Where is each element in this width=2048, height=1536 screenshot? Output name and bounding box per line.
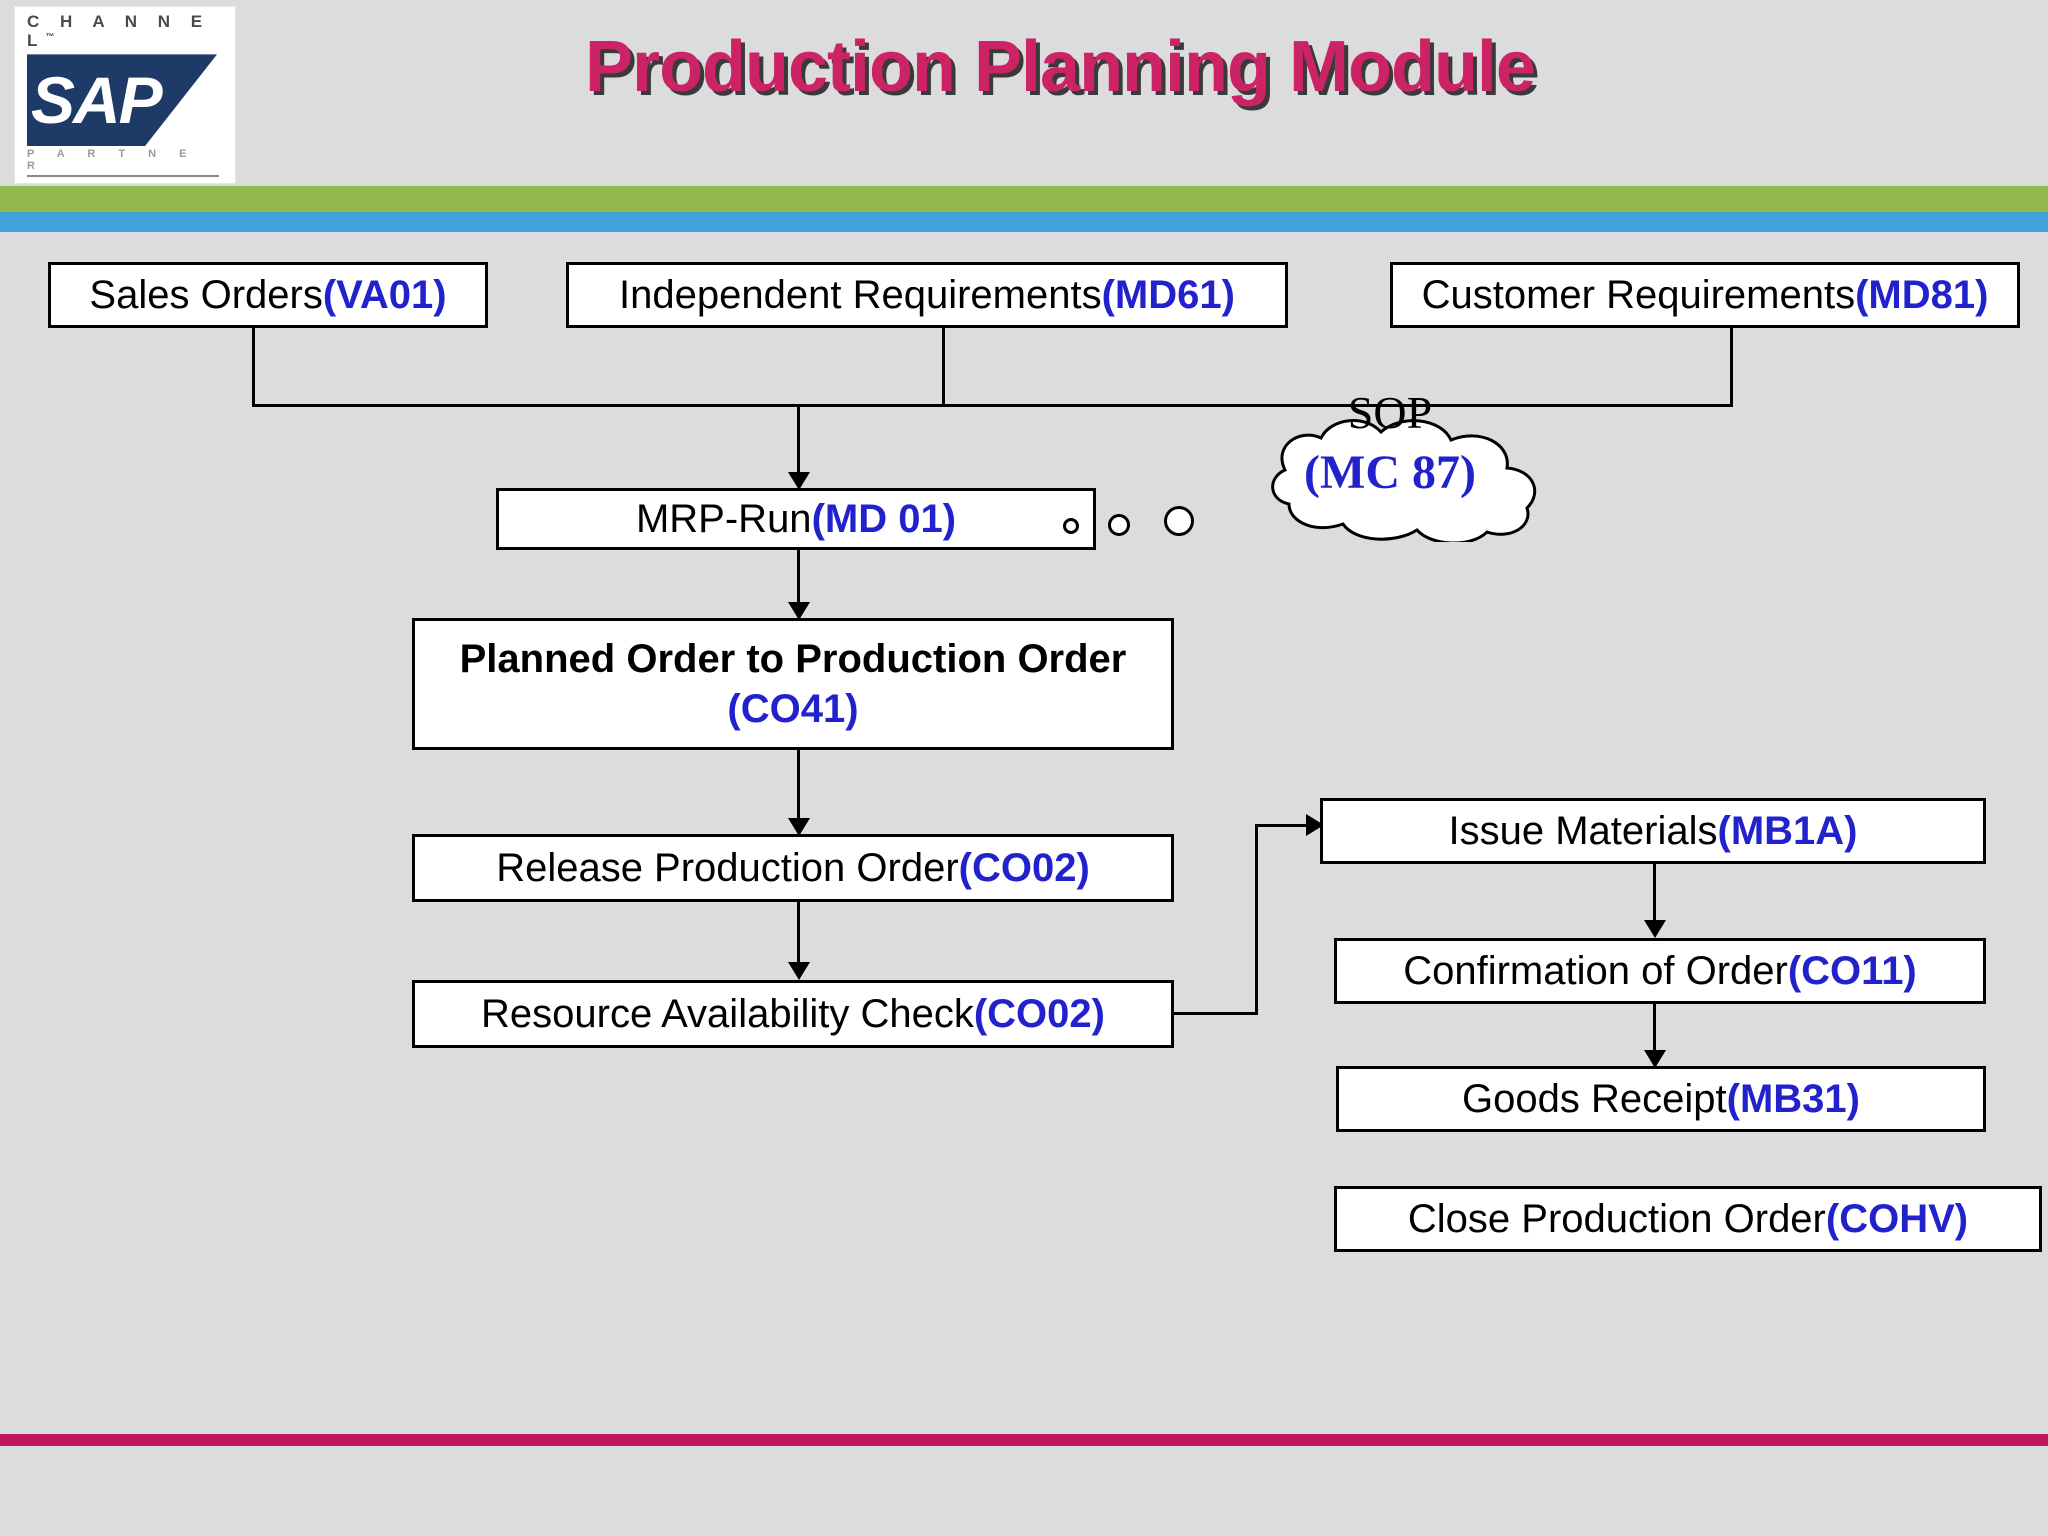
- sap-channel-partner-logo: C H A N N E L™ SAP P A R T N E R: [14, 6, 236, 184]
- flow-box-planned-order[interactable]: Planned Order to Production Order (CO41): [412, 618, 1174, 750]
- flow-box-label: Issue Materials: [1448, 809, 1718, 853]
- transaction-code: (CO02): [973, 992, 1105, 1036]
- connector-bus-horizontal: [252, 404, 1733, 407]
- arrowhead-to-release: [788, 818, 810, 836]
- arrowhead-to-mrp: [788, 472, 810, 490]
- connector-independent-to-bus: [942, 328, 945, 406]
- connector-resource-elbow-h2: [1255, 824, 1313, 827]
- flow-box-issue-materials[interactable]: Issue Materials (MB1A): [1320, 798, 1986, 864]
- footer-band: [0, 1434, 2048, 1446]
- flow-box-confirmation-of-order[interactable]: Confirmation of Order (CO11): [1334, 938, 1986, 1004]
- arrowhead-to-planned: [788, 602, 810, 620]
- connector-release-to-resource: [797, 902, 800, 972]
- flow-box-label: Resource Availability Check: [481, 992, 974, 1036]
- thought-bubble-tcode: (MC 87): [1304, 446, 1476, 499]
- connector-issue-to-confirmation: [1653, 864, 1656, 930]
- arrowhead-to-goods-receipt: [1644, 1050, 1666, 1068]
- sap-logo-wordmark: SAP: [31, 63, 163, 138]
- flow-box-sales-orders[interactable]: Sales Orders (VA01): [48, 262, 488, 328]
- logo-channel-text: C H A N N E L™: [27, 12, 225, 50]
- flow-box-label: Customer Requirements: [1421, 273, 1856, 317]
- transaction-code: (CO11): [1787, 949, 1917, 993]
- flow-box-mrp-run[interactable]: MRP-Run (MD 01): [496, 488, 1096, 550]
- thought-dot-medium: [1108, 514, 1130, 536]
- logo-partner-label: P A R T N E R: [27, 148, 197, 173]
- flow-box-independent-requirements[interactable]: Independent Requirements (MD61): [566, 262, 1288, 328]
- flow-box-goods-receipt[interactable]: Goods Receipt (MB31): [1336, 1066, 1986, 1132]
- arrowhead-to-resource: [788, 962, 810, 980]
- connector-bus-to-mrp: [797, 404, 800, 482]
- page-title: Production Planning Module: [585, 27, 1536, 107]
- flow-box-label: Independent Requirements: [619, 273, 1102, 317]
- flow-box-label: MRP-Run: [635, 497, 812, 541]
- flow-box-close-production-order[interactable]: Close Production Order (COHV): [1334, 1186, 2042, 1252]
- transaction-code: (MB31): [1726, 1077, 1860, 1121]
- cloud-shape-icon: [1271, 419, 1537, 542]
- header-band-green: [0, 186, 2048, 212]
- transaction-code: (CO41): [727, 687, 859, 731]
- transaction-code: (VA01): [322, 273, 447, 317]
- transaction-code: (COHV): [1825, 1197, 1969, 1241]
- transaction-code: (MB1A): [1717, 809, 1858, 853]
- flow-box-label: Goods Receipt: [1462, 1077, 1727, 1121]
- transaction-code: (CO02): [958, 846, 1090, 890]
- thought-bubble-sop: SOP (MC 87): [1215, 390, 1565, 542]
- connector-mrp-to-planned: [797, 550, 800, 612]
- transaction-code: (MD61): [1101, 273, 1235, 317]
- transaction-code: (MD81): [1855, 273, 1989, 317]
- sap-logo-mark: SAP: [27, 54, 217, 147]
- thought-dot-large: [1164, 506, 1194, 536]
- flow-box-label: Confirmation of Order: [1403, 949, 1788, 993]
- transaction-code: (MD 01): [811, 497, 957, 541]
- thought-bubble-title: SOP: [1347, 387, 1433, 438]
- connector-planned-to-release: [797, 750, 800, 828]
- thought-dot-small: [1063, 518, 1079, 534]
- flow-box-resource-availability-check[interactable]: Resource Availability Check (CO02): [412, 980, 1174, 1048]
- flow-box-label: Close Production Order: [1407, 1197, 1826, 1241]
- connector-resource-elbow-v: [1255, 824, 1258, 1014]
- flow-box-label: Sales Orders: [89, 273, 323, 317]
- flow-box-release-production-order[interactable]: Release Production Order (CO02): [412, 834, 1174, 902]
- arrowhead-to-confirmation: [1644, 920, 1666, 938]
- flow-box-label: Release Production Order: [496, 846, 959, 890]
- flow-box-customer-requirements[interactable]: Customer Requirements (MD81): [1390, 262, 2020, 328]
- connector-confirmation-to-goods: [1653, 1004, 1656, 1060]
- connector-sales-to-bus: [252, 328, 255, 406]
- logo-divider: [27, 175, 219, 177]
- header-band-blue: [0, 212, 2048, 232]
- trademark-icon: ™: [45, 31, 55, 42]
- logo-channel-label: C H A N N E L: [27, 12, 211, 50]
- connector-customer-to-bus: [1730, 328, 1733, 406]
- arrowhead-to-issue-materials: [1306, 814, 1324, 836]
- flow-box-label: Planned Order to Production Order: [459, 637, 1127, 681]
- connector-resource-elbow-h1: [1174, 1012, 1258, 1015]
